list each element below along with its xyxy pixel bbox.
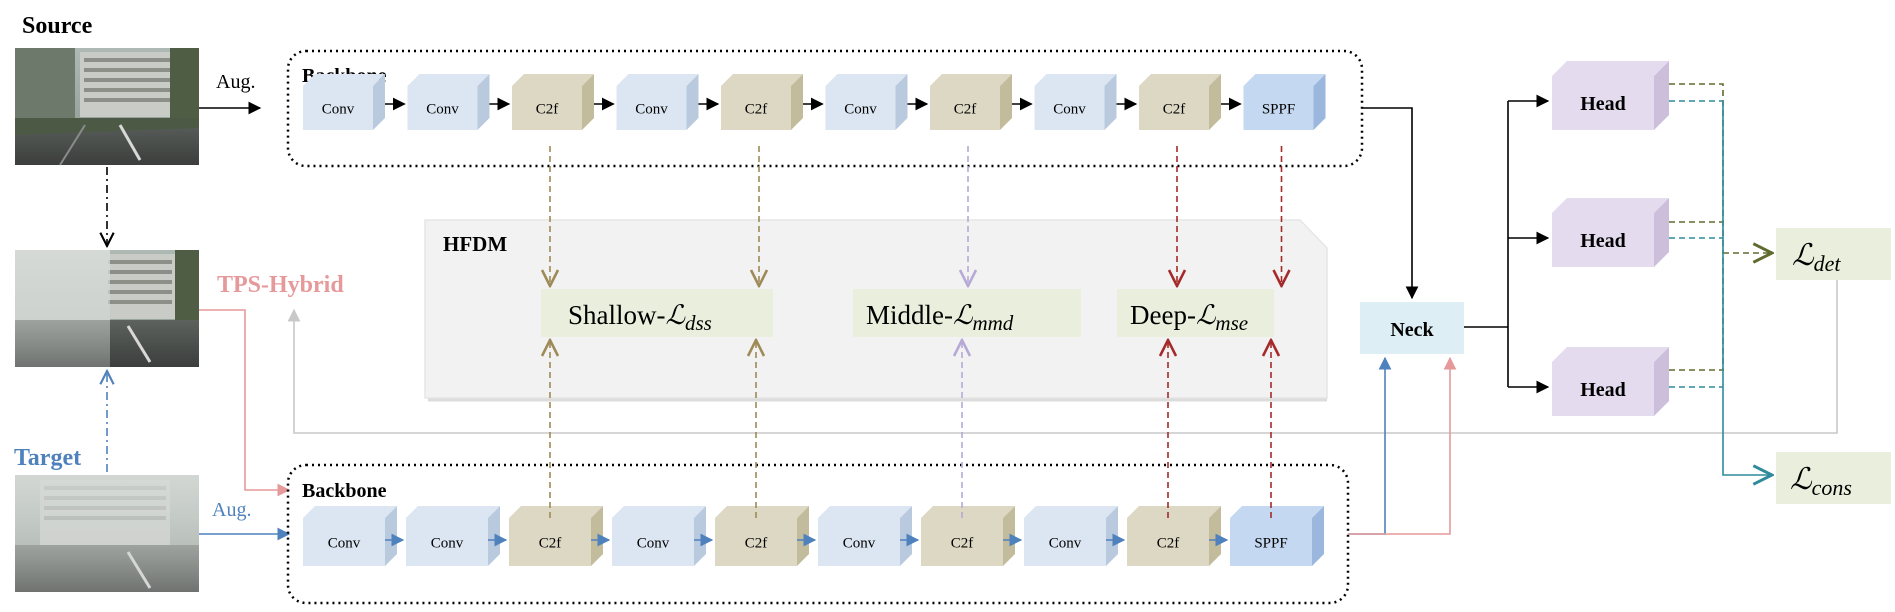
backbone-bottom-blocks: Conv Conv C2f Conv C2f Conv C2f Conv C2f SPPF [303, 506, 1324, 566]
top-block-label-8: C2f [1163, 101, 1186, 117]
top-block-label-3: Conv [635, 101, 668, 117]
cons-loss-symbol: ℒ [1790, 463, 1813, 496]
top-block-6: C2f [930, 74, 1012, 130]
bottom-to-neck-blue-arrow [1348, 356, 1392, 535]
top-block-8: C2f [1139, 74, 1221, 130]
bottom-block-7: Conv [1024, 506, 1118, 566]
bottom-block-5: Conv [818, 506, 912, 566]
bottom-block-label-9: SPPF [1254, 535, 1287, 551]
backbone-bottom-label: Backbone [302, 480, 387, 502]
bottom-to-neck-pink-arrow [1348, 356, 1457, 535]
tps-to-backbone-arrow [199, 309, 291, 497]
deep-loss-subscript: mse [1215, 311, 1248, 335]
middle-loss-symbol: ℒ [953, 300, 973, 330]
top-block-2: C2f [512, 74, 594, 130]
source-label: Source [22, 13, 93, 39]
det-loss-box: ℒdet [1776, 228, 1891, 280]
bottom-block-9: SPPF [1230, 506, 1324, 566]
top-block-5: Conv [825, 74, 908, 130]
source-image [15, 48, 199, 166]
bottom-block-4: C2f [715, 506, 809, 566]
top-block-label-2: C2f [536, 101, 559, 117]
backbone-to-neck-arrow [1362, 107, 1419, 300]
svg-text:Middle-ℒmmd: Middle-ℒmmd [866, 300, 1014, 335]
top-block-label-9: SPPF [1262, 101, 1295, 117]
bottom-block-label-6: C2f [951, 535, 974, 551]
deep-loss-prefix: Deep- [1130, 300, 1196, 330]
feedback-loop-arrow [287, 280, 1838, 434]
top-block-0: Conv [303, 74, 385, 130]
bottom-block-0: Conv [303, 506, 397, 566]
head-block-label-2: Head [1580, 379, 1626, 401]
svg-text:ℒdet: ℒdet [1792, 239, 1841, 276]
bottom-block-2: C2f [509, 506, 603, 566]
head-block-0: Head [1552, 61, 1669, 130]
shallow-loss-symbol: ℒ [666, 300, 686, 330]
distillation-arrows [550, 146, 1282, 518]
bottom-block-8: C2f [1127, 506, 1221, 566]
bottom-block-label-4: C2f [745, 535, 768, 551]
middle-loss-box: Middle-ℒmmd [853, 289, 1081, 337]
top-block-9: SPPF [1243, 74, 1326, 130]
head-block-label-1: Head [1580, 230, 1626, 252]
bottom-block-label-5: Conv [843, 535, 876, 551]
middle-loss-subscript: mmd [972, 311, 1013, 335]
shallow-loss-prefix: Shallow- [568, 300, 666, 330]
det-loss-subscript: det [1814, 251, 1842, 276]
deep-loss-symbol: ℒ [1196, 300, 1216, 330]
top-block-label-4: C2f [745, 101, 768, 117]
top-block-label-6: C2f [954, 101, 977, 117]
shallow-loss-box: Shallow-ℒdss [541, 289, 773, 337]
tps-hybrid-image [15, 250, 199, 367]
bottom-block-label-2: C2f [539, 535, 562, 551]
top-block-label-7: Conv [1053, 101, 1086, 117]
bottom-block-label-8: C2f [1157, 535, 1180, 551]
svg-text:Deep-ℒmse: Deep-ℒmse [1130, 300, 1248, 335]
svg-text:ℒcons: ℒcons [1790, 463, 1852, 500]
svg-text:Shallow-ℒdss: Shallow-ℒdss [568, 300, 712, 335]
neck-label: Neck [1390, 319, 1434, 341]
aug-top-label: Aug. [216, 71, 255, 93]
head-block-1: Head [1552, 198, 1669, 267]
bottom-block-6: C2f [921, 506, 1015, 566]
top-block-label-0: Conv [322, 101, 355, 117]
bottom-block-label-3: Conv [637, 535, 670, 551]
neck-box: Neck [1360, 302, 1464, 354]
bottom-block-3: Conv [612, 506, 706, 566]
det-loss-symbol: ℒ [1792, 239, 1815, 272]
target-image [15, 475, 199, 592]
head-output-lines [1669, 83, 1772, 475]
bottom-block-label-1: Conv [431, 535, 464, 551]
bottom-block-label-7: Conv [1049, 535, 1082, 551]
cons-loss-subscript: cons [1812, 475, 1852, 500]
top-block-3: Conv [616, 74, 699, 130]
top-block-1: Conv [407, 74, 490, 130]
bottom-block-1: Conv [406, 506, 500, 566]
top-block-7: Conv [1034, 74, 1117, 130]
middle-loss-prefix: Middle- [866, 300, 953, 330]
top-block-4: C2f [721, 74, 803, 130]
deep-loss-box: Deep-ℒmse [1117, 289, 1274, 337]
hfdm-label: HFDM [443, 232, 507, 256]
aug-bottom-label: Aug. [212, 499, 251, 521]
bottom-block-label-0: Conv [328, 535, 361, 551]
head-block-2: Head [1552, 347, 1669, 416]
target-label: Target [14, 445, 81, 471]
backbone-bottom-frame [286, 463, 1350, 605]
tps-hybrid-label: TPS-Hybrid [217, 272, 344, 298]
head-block-label-0: Head [1580, 93, 1626, 115]
shallow-loss-subscript: dss [685, 311, 712, 335]
backbone-top-blocks: Conv Conv C2f Conv C2f Conv C2f Conv C2f SPPF [303, 74, 1326, 130]
top-block-label-5: Conv [844, 101, 877, 117]
cons-loss-box: ℒcons [1776, 452, 1891, 504]
top-block-label-1: Conv [426, 101, 459, 117]
